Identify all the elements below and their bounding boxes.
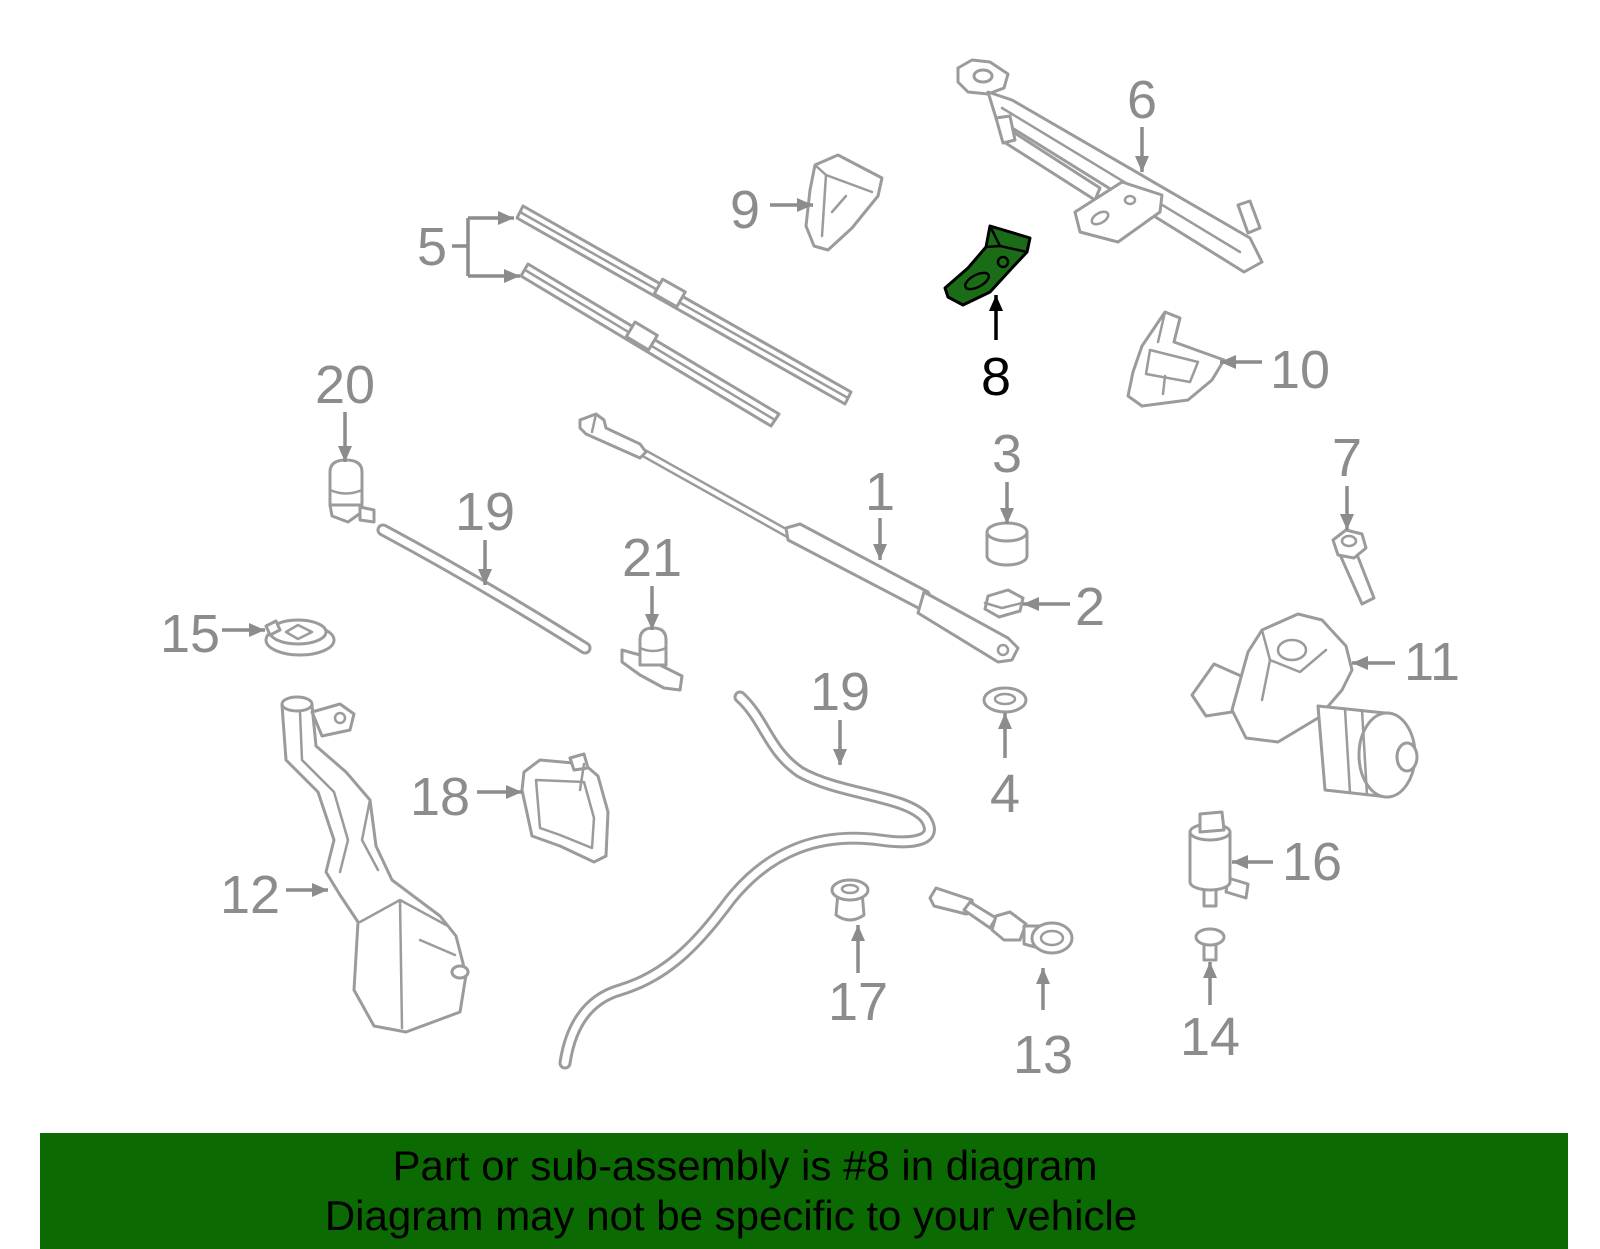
part-21-drawing [620, 626, 684, 692]
callout-label-2: 2 [1075, 577, 1105, 637]
callout-arrows [222, 127, 1395, 1010]
callout-bracket-5 [452, 218, 470, 276]
callout-label-16: 16 [1282, 832, 1342, 892]
callout-label-21: 21 [622, 528, 682, 588]
callout-label-18: 18 [410, 767, 470, 827]
part-3-drawing [985, 521, 1029, 567]
callout-label-17: 17 [828, 972, 888, 1032]
part-1-drawing [578, 412, 1020, 664]
callout-label-5: 5 [417, 217, 447, 277]
part-11-drawing [1190, 612, 1419, 799]
callout-label-19-long-hose: 19 [810, 662, 870, 722]
part-10-drawing [1126, 310, 1226, 408]
callout-label-20: 20 [315, 355, 375, 415]
part-18-drawing [520, 752, 610, 864]
callout-label-9: 9 [730, 180, 760, 240]
callout-label-1: 1 [865, 462, 895, 522]
callout-label-6: 6 [1127, 70, 1157, 130]
part-16-drawing [1188, 810, 1250, 908]
info-banner: Part or sub-assembly is #8 in diagram Di… [40, 1133, 1568, 1249]
callout-label-3: 3 [992, 424, 1022, 484]
callout-label-11: 11 [1404, 632, 1460, 692]
callout-label-13: 13 [1013, 1025, 1073, 1085]
part-19-long-hose-drawing [558, 690, 936, 1070]
callout-label-8-highlighted: 8 [981, 347, 1011, 407]
part-13-drawing [928, 886, 1074, 955]
part-6-drawing [956, 58, 1264, 274]
part-14-drawing [1194, 927, 1226, 962]
callout-label-4: 4 [990, 764, 1020, 824]
part-19-short-hose-drawing [376, 523, 592, 655]
banner-line-2: Diagram may not be specific to your vehi… [325, 1192, 1137, 1239]
banner-line-1: Part or sub-assembly is #8 in diagram [393, 1142, 1098, 1189]
banner-background [40, 1133, 1568, 1249]
callout-label-7: 7 [1332, 428, 1362, 488]
part-5-drawing [515, 204, 853, 428]
callout-label-12: 12 [220, 865, 280, 925]
callout-label-19-short-hose: 19 [455, 482, 515, 542]
callout-label-14: 14 [1180, 1007, 1240, 1067]
part-8-drawing-highlighted [943, 224, 1032, 307]
part-17-drawing [830, 878, 870, 922]
part-4-drawing [982, 686, 1028, 714]
part-15-drawing [264, 618, 336, 657]
callout-label-10: 10 [1270, 340, 1330, 400]
part-7-drawing [1331, 528, 1376, 606]
part-12-drawing [280, 695, 470, 1034]
part-9-drawing [804, 153, 884, 252]
part-20-drawing [328, 458, 376, 524]
part-2-drawing [983, 588, 1025, 619]
callout-label-15: 15 [160, 604, 220, 664]
callout-labels: 1 2 3 4 5 6 7 8 9 10 11 12 13 14 15 16 1… [160, 70, 1460, 1085]
